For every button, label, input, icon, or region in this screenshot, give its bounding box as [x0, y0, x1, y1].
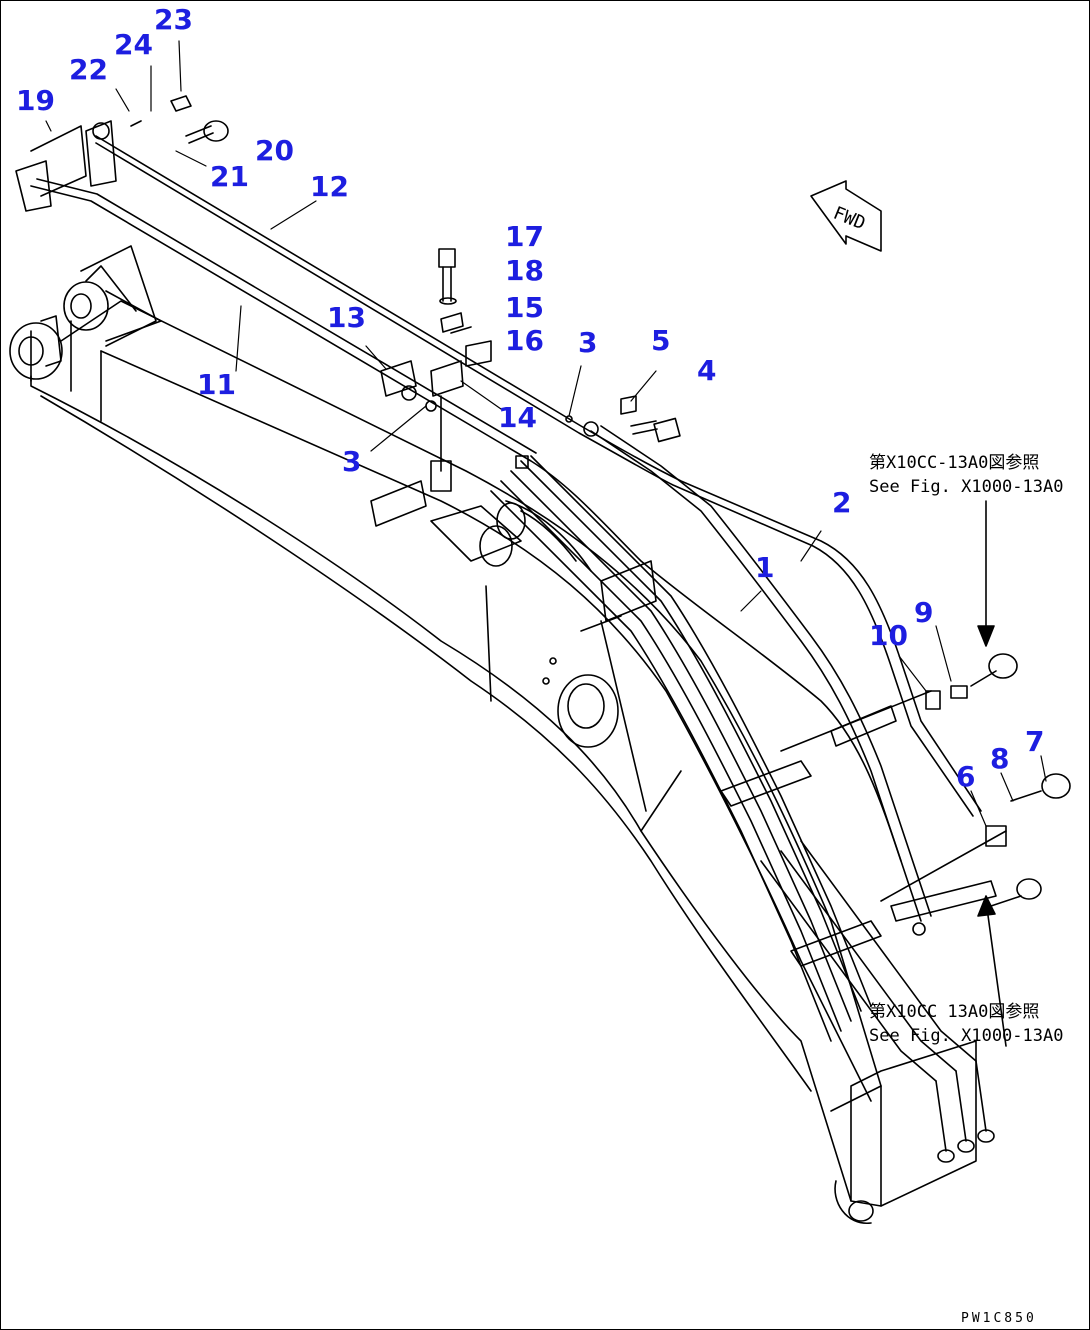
label-part-19: 19	[16, 84, 55, 117]
clamps	[370, 455, 1007, 1163]
label-part-3-upper: 3	[578, 326, 598, 359]
upper-small-parts	[15, 95, 1071, 936]
reference-top-en: See Fig. X1000-13A0	[869, 477, 1064, 497]
reference-bottom-en: See Fig. X1000-13A0	[869, 1026, 1064, 1046]
label-part-5: 5	[651, 324, 671, 357]
reference-arrows	[977, 500, 1007, 1047]
label-part-23: 23	[154, 3, 193, 36]
hose-12	[95, 135, 982, 817]
label-part-15: 15	[505, 291, 544, 324]
page-code: PW1C850	[961, 1311, 1037, 1326]
label-part-4: 4	[697, 354, 717, 387]
boom-body	[9, 245, 977, 1224]
label-part-6: 6	[956, 760, 976, 793]
label-part-11: 11	[197, 368, 236, 401]
pipes-1-2	[490, 425, 977, 1082]
label-part-7: 7	[1025, 725, 1045, 758]
reference-top-jp: 第X10CC-13A0図参照	[869, 453, 1040, 473]
label-part-12: 12	[310, 170, 349, 203]
label-part-1: 1	[755, 551, 775, 584]
label-part-20: 20	[255, 134, 294, 167]
label-part-3-lower: 3	[342, 445, 362, 478]
reference-bottom-jp: 第X10CC 13A0図参照	[869, 1002, 1040, 1022]
label-part-18: 18	[505, 254, 544, 287]
label-part-8: 8	[990, 742, 1010, 775]
label-part-17: 17	[505, 220, 544, 253]
hose-11	[30, 178, 902, 862]
label-part-24: 24	[114, 28, 153, 61]
label-part-22: 22	[69, 53, 108, 86]
label-part-13: 13	[327, 301, 366, 334]
label-part-2: 2	[832, 486, 852, 519]
label-part-14: 14	[498, 401, 537, 434]
label-part-16: 16	[505, 324, 544, 357]
fwd-arrow-icon	[810, 180, 882, 252]
label-part-9: 9	[914, 596, 934, 629]
leader-lines	[45, 40, 1047, 827]
label-part-10: 10	[869, 619, 908, 652]
label-part-21: 21	[210, 160, 249, 193]
